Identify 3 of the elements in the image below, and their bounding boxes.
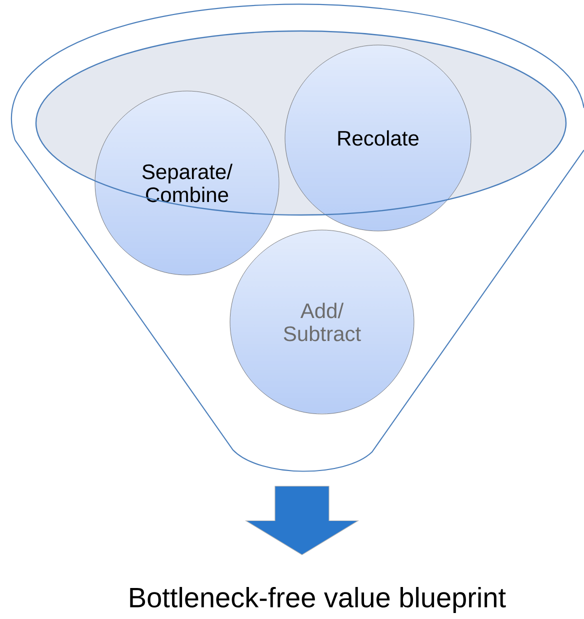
funnel-outline <box>14 4 584 472</box>
down-arrow <box>244 486 360 556</box>
caption-text: Bottleneck-free value blueprint <box>130 586 506 614</box>
